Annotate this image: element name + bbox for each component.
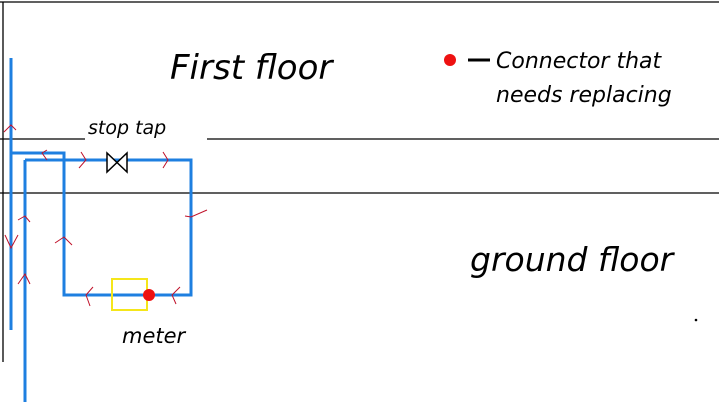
flow-arrows — [3, 124, 208, 307]
stop-tap-icon — [106, 151, 128, 174]
legend-connector-icon — [444, 54, 456, 66]
floor-lines — [0, 1, 719, 362]
legend-text-line2: needs replacing — [496, 83, 672, 108]
connector-marker — [143, 289, 155, 301]
stop-tap-label: stop tap — [88, 117, 167, 139]
loop-pipe-a — [11, 151, 193, 297]
stray-dot — [694, 318, 698, 322]
pipes — [9, 58, 193, 402]
meter-label: meter — [122, 324, 186, 348]
legend-text-line1: Connector that — [496, 49, 662, 74]
ground-floor-label: ground floor — [470, 240, 674, 279]
first-floor-label: First floor — [170, 48, 333, 88]
